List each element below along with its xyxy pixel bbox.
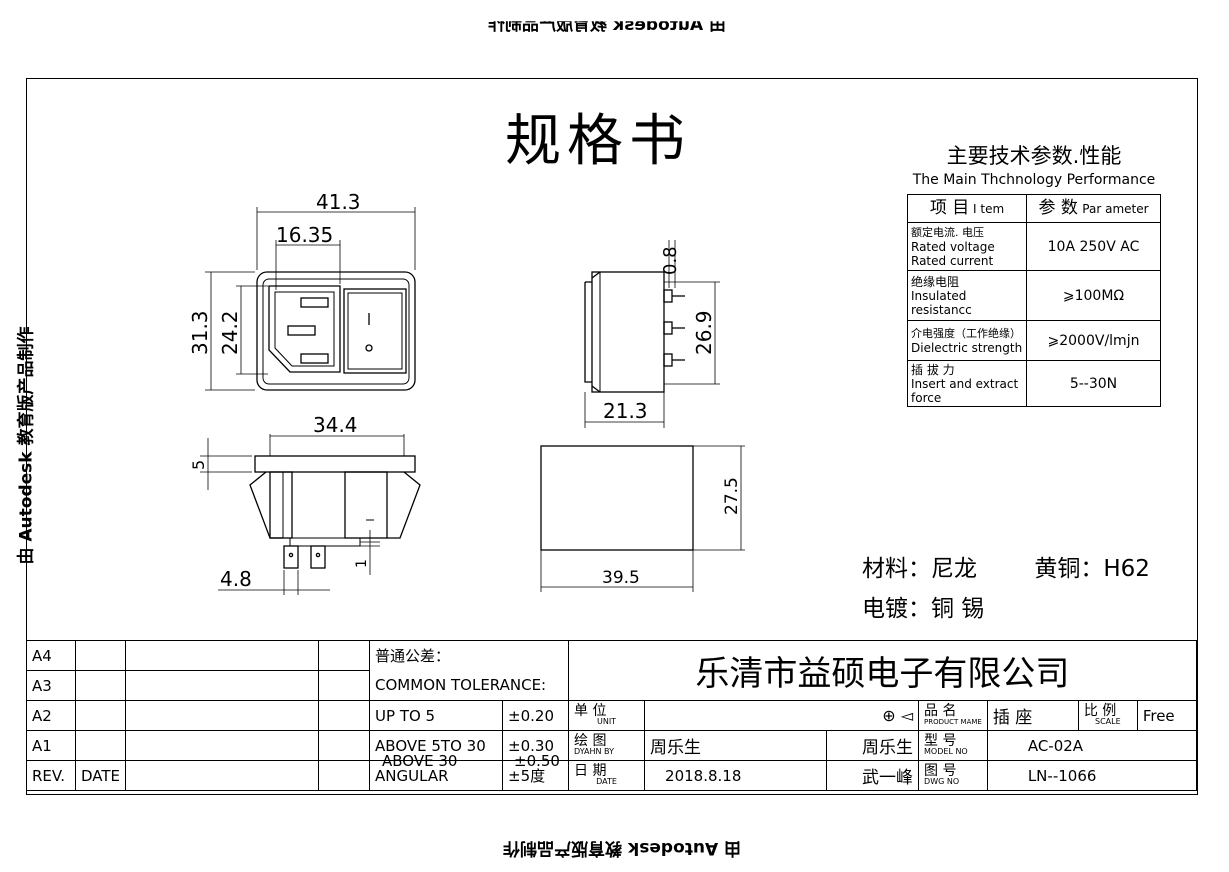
dim-inner-height: 24.2 [218, 310, 242, 355]
rev-label: REV. [26, 760, 76, 791]
drawing-frame [26, 78, 1198, 795]
switch-outline [343, 288, 407, 374]
front-outline [256, 271, 416, 391]
tol-value: ±5度 [502, 760, 570, 791]
tol-label: ANGULAR [369, 760, 504, 791]
tol-label: UP TO 5 [369, 700, 504, 731]
rev-cell: A4 [26, 640, 76, 671]
checked-by: 周乐生 [826, 730, 920, 761]
title-block: A4 普通公差： 乐清市益硕电子有限公司 A3 COMMON TOLERANCE… [26, 640, 1197, 791]
tol-label: ABOVE 5TO 30 [369, 730, 504, 761]
tolerance-cn: 普通公差： [369, 640, 570, 671]
company-name: 乐清市益硕电子有限公司 [568, 640, 1197, 701]
spec-heading: 主要技术参数.性能 The Main Thchnology Performanc… [908, 140, 1160, 188]
spec-col-item: 项 目 I tem [907, 194, 1027, 223]
document-title: 规格书 [505, 109, 691, 174]
material-line-2: 电镀：铜 锡 [862, 596, 985, 622]
inlet-outline [268, 285, 341, 373]
date-label: DATE [74, 760, 127, 791]
dim-flange: 5 [189, 460, 208, 470]
dim-inlet-width: 16.35 [276, 223, 333, 247]
dim-cutout-width: 39.5 [602, 568, 640, 588]
spec-col-param: 参 数 Par ameter [1026, 194, 1161, 223]
spec-heading-en: The Main Thchnology Performance [912, 172, 1156, 188]
tol-value: ±0.20 [502, 700, 570, 731]
drawn-by: 周乐生 [644, 730, 828, 761]
dim-cutout-height: 27.5 [722, 477, 742, 515]
dim-bottom-width: 34.4 [313, 413, 358, 437]
panel-cutout [540, 445, 694, 551]
tol-above-30-value: ±0.50 [514, 752, 560, 770]
date-value: 2018.8.18 [644, 760, 828, 791]
dim-pin-width: 4.8 [220, 567, 252, 591]
product-value: 插 座 [986, 700, 1079, 731]
rev-cell: A1 [26, 730, 76, 761]
rev-cell: A3 [26, 670, 76, 701]
scale-value: Free [1136, 700, 1197, 731]
tol-above-30: ABOVE 30 [382, 752, 458, 770]
bottom-flange [254, 455, 416, 473]
projection-symbol: ⊕ ◅ [644, 700, 920, 731]
rev-cell: A2 [26, 700, 76, 731]
spec-heading-cn: 主要技术参数.性能 [946, 144, 1122, 168]
dim-side-height: 26.9 [692, 310, 716, 355]
spec-row: 介电强度（工作绝缘）Dielectric strength ⩾2000V/lmj… [907, 320, 1161, 361]
dim-front-width: 41.3 [316, 190, 361, 214]
dim-side-depth: 21.3 [603, 399, 648, 423]
dim-pin-thickness: 0.8 [660, 246, 681, 275]
dim-tab: 1 [354, 559, 370, 568]
dim-front-height: 31.3 [188, 310, 212, 355]
tolerance-en: COMMON TOLERANCE: [369, 670, 570, 701]
material-line-1: 材料：尼龙 黄铜：H62 [862, 556, 1150, 582]
side-outline [591, 271, 665, 393]
model-value: AC-02A [986, 730, 1197, 761]
approved-by: 武一峰 [826, 760, 920, 791]
dwg-value: LN--1066 [986, 760, 1197, 791]
